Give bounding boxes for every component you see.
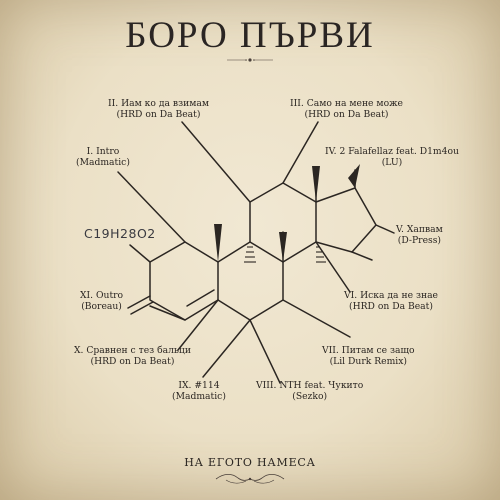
track-6: VI. Иска да не знае (HRD on Da Beat) [344,290,438,312]
track-5: V. Хапвам (D-Press) [396,224,443,246]
track-2-producer: (HRD on Da Beat) [116,109,201,120]
track-10-producer: (HRD on Da Beat) [90,356,175,367]
molecular-formula-label: C19H28O2 [84,226,156,241]
track-4: IV. 2 Falafellaz feat. D1m4ou (LU) [325,146,459,168]
track-5-title: V. Хапвам [396,224,443,235]
track-9: IX. #114 (Madmatic) [172,380,226,402]
track-5-producer: (D-Press) [397,235,442,246]
track-1: I. Intro (Madmatic) [76,146,130,168]
track-6-title: VI. Иска да не знае [344,290,438,301]
track-3: III. Само на мене може (HRD on Da Beat) [290,98,403,120]
track-8-title: VIII. NTH feat. Чукито [256,380,364,391]
track-8: VIII. NTH feat. Чукито (Sezko) [256,380,363,402]
track-2: II. Иам ко да взимам (HRD on Da Beat) [108,98,209,120]
track-6-producer: (HRD on Da Beat) [349,301,433,312]
track-7-title: VII. Питам се защо [322,345,415,356]
track-7-producer: (Lil Durk Remix) [329,356,407,367]
track-1-title: I. Intro [86,146,120,157]
album-title: БОРО ПЪРВИ [125,15,375,56]
track-3-producer: (HRD on Da Beat) [304,109,389,120]
track-9-producer: (Madmatic) [172,391,226,402]
track-7: VII. Питам се защо (Lil Durk Remix) [322,345,415,367]
title-ornament-icon [227,58,273,62]
track-10-title: X. Сравнен с тез бальци [74,345,191,356]
track-4-producer: (LU) [381,157,403,168]
track-11-title: XI. Outro [80,290,124,301]
track-8-producer: (Sezko) [292,391,328,402]
track-2-title: II. Иам ко да взимам [108,98,209,109]
track-11: XI. Outro (Boreau) [80,290,123,312]
track-10: X. Сравнен с тез бальци (HRD on Da Beat) [74,345,191,367]
track-9-title: IX. #114 [178,380,220,391]
footer-credit: НА ЕГОТО НАМЕСА [184,456,316,469]
track-4-title: IV. 2 Falafellaz feat. D1m4ou [325,146,459,157]
footer-flourish-icon [215,473,285,484]
track-3-title: III. Само на мене може [290,98,403,109]
track-11-producer: (Boreau) [81,301,122,312]
track-1-producer: (Madmatic) [76,157,130,168]
